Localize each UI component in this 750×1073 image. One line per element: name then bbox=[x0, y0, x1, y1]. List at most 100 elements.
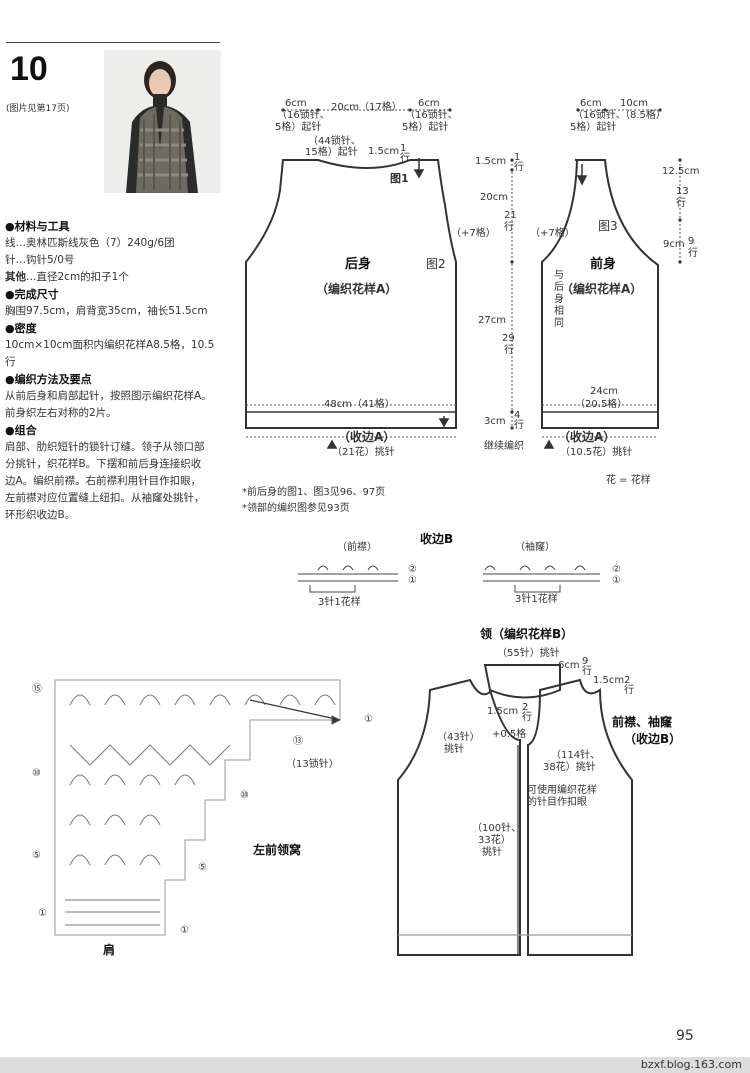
edge-b-left-repeat: 3针1花样 bbox=[318, 597, 361, 608]
back-arm-inc: （+7格） bbox=[451, 228, 496, 239]
armhole-pick114-2: 38花）挑针 bbox=[543, 762, 596, 773]
front-neck-a-row-unit: 行 bbox=[676, 198, 686, 209]
chart-row-10: ⑩ bbox=[32, 768, 41, 779]
side-dim-b-row-unit: 行 bbox=[504, 222, 514, 233]
method-line-2: 前身织左右对称的2片。 bbox=[5, 407, 117, 419]
side-dim-b-row-num: 21 bbox=[504, 210, 517, 221]
materials-yarn: 线…奥林匹斯线灰色（7）240g/6团 bbox=[5, 237, 175, 249]
side-dim-c: 27cm bbox=[478, 315, 506, 326]
side-dim-d-row-num: 4 bbox=[514, 410, 521, 421]
back-neck-row-unit: 行 bbox=[400, 153, 410, 164]
edge-b-charts bbox=[298, 565, 600, 593]
front-chain-l-2: 5格）起针 bbox=[570, 122, 617, 133]
back-body-outline bbox=[245, 159, 457, 429]
chart-row-1: ① bbox=[38, 908, 47, 919]
band-title-1: 前襟、袖窿 bbox=[612, 715, 673, 729]
cardigan-outline bbox=[397, 664, 633, 956]
front-neck-a: 12.5cm bbox=[662, 166, 700, 177]
chart-right-5: ⑤ bbox=[198, 862, 207, 873]
materials-title: ●材料与工具 bbox=[5, 220, 70, 233]
front-pick100-3: 挑针 bbox=[482, 847, 502, 858]
header-rule bbox=[6, 42, 220, 43]
edge-b-right-row2: ② bbox=[612, 564, 621, 575]
back-neck-cm: 20cm（17格） bbox=[331, 102, 402, 113]
collar-1-5cm-left-row-unit: 行 bbox=[522, 712, 532, 723]
materials-needle: 针…钩针5/0号 bbox=[5, 254, 75, 266]
buttonhole-note-2: 的针目作扣眼 bbox=[527, 797, 587, 808]
collar-1-5cm-right-row-num: 2 bbox=[624, 675, 631, 686]
chart-right-1-top: ① bbox=[364, 714, 373, 725]
front-label: 前身 bbox=[590, 257, 617, 272]
buttonhole-note-1: 可使用编织花样 bbox=[527, 785, 597, 796]
side-dim-c-row-unit: 行 bbox=[504, 345, 514, 356]
collar-plus05: +0.5格 bbox=[492, 729, 527, 740]
front-same-1: 与 bbox=[554, 270, 564, 281]
back-chain-l-1: （16锁针、 bbox=[277, 110, 330, 121]
back-neck-row-num: 1 bbox=[400, 143, 407, 154]
assembly-line-2: 分挑针，织花样B。下摆和前后身连接织收 bbox=[5, 458, 202, 470]
front-neck-b-row-num: 9 bbox=[688, 236, 695, 247]
size-text: 胸围97.5cm，肩背宽35cm，袖长51.5cm bbox=[5, 305, 208, 317]
back-label: 后身 bbox=[345, 257, 372, 272]
note-1: *前后身的图1、图3见96、97页 bbox=[242, 487, 386, 498]
gauge-line-2: 行 bbox=[5, 356, 16, 368]
chart-chain13: （13锁针） bbox=[286, 759, 339, 770]
front-pickup: （10.5花）挑针 bbox=[560, 447, 633, 458]
collar-1-5cm-right-row-unit: 行 bbox=[624, 685, 634, 696]
side-dim-b: 20cm bbox=[480, 192, 508, 203]
front-same-2: 后 bbox=[554, 282, 564, 293]
collar-pick55: （55针）挑针 bbox=[497, 648, 560, 659]
chart-right-10: ⑩ bbox=[240, 790, 249, 801]
collar-pick43-2: 挑针 bbox=[444, 744, 464, 755]
edge-b-left-row2: ② bbox=[408, 564, 417, 575]
band-title-2: （收边B） bbox=[624, 732, 682, 746]
side-dim-d-row-unit: 行 bbox=[514, 420, 524, 431]
materials-section: ●材料与工具 线…奥林匹斯线灰色（7）240g/6团 针…钩针5/0号 其他…直… bbox=[5, 218, 214, 524]
gauge-title: ●密度 bbox=[5, 322, 37, 335]
edge-b-right-repeat: 3针1花样 bbox=[515, 594, 558, 605]
front-chain-r: （8.5格） bbox=[620, 110, 666, 121]
collar-6cm-row-unit: 行 bbox=[582, 666, 592, 677]
front-width: 24cm bbox=[590, 386, 618, 397]
side-dim-d: 3cm bbox=[484, 416, 506, 427]
note-2: *领部的编织图参见93页 bbox=[242, 503, 350, 514]
side-dim-c-row-num: 29 bbox=[502, 333, 515, 344]
continue-knitting: 继续编织 bbox=[484, 441, 524, 452]
collar-1-5cm-left: 1.5cm bbox=[487, 706, 519, 717]
crochet-chart bbox=[54, 679, 342, 936]
assembly-line-3: 边A。编织前襟。右前襟利用针目作扣眼， bbox=[5, 475, 202, 487]
materials-other-text: …直径2cm的扣子1个 bbox=[26, 271, 129, 283]
front-pick100-1: （100针、 bbox=[472, 823, 522, 834]
legend-note: 花 = 花样 bbox=[606, 475, 651, 486]
front-same-3: 身 bbox=[554, 294, 564, 305]
gauge-line-1: 10cm×10cm面积内编织花样A8.5格，10.5 bbox=[5, 339, 215, 351]
collar-1-5cm-left-row-num: 2 bbox=[522, 702, 529, 713]
collar-1-5cm-right: 1.5cm bbox=[593, 675, 625, 686]
back-chain-l-2: 5格）起针 bbox=[275, 122, 322, 133]
front-neck-b-row-unit: 行 bbox=[688, 248, 698, 259]
collar-title: 领（编织花样B） bbox=[480, 627, 574, 641]
front-edge-label: （收边A） bbox=[558, 430, 616, 444]
edge-b-left-label: （前襟） bbox=[337, 542, 377, 553]
photo-reference: (图片见第17页) bbox=[6, 104, 70, 114]
assembly-line-1: 肩部、肋织短针的锁针订缝。领子从领口部 bbox=[5, 441, 205, 453]
back-width: 48cm（41格） bbox=[324, 399, 395, 410]
pattern-number: 10 bbox=[10, 50, 48, 88]
edge-b-title: 收边B bbox=[420, 532, 454, 546]
back-pickup: （21花）挑针 bbox=[332, 447, 395, 458]
footer-bar bbox=[0, 1057, 750, 1073]
size-title: ●完成尺寸 bbox=[5, 288, 59, 301]
front-same-4: 相 bbox=[554, 306, 564, 317]
side-dim-a-row-unit: 行 bbox=[514, 162, 524, 173]
back-neck-chain-2: 15格）起针 bbox=[305, 147, 358, 158]
back-neck-chain-1: （44锁针、 bbox=[308, 136, 361, 147]
assembly-line-5: 环形织收边B。 bbox=[5, 509, 76, 521]
assembly-line-4: 左前襟对应位置缝上纽扣。从袖窿处挑针， bbox=[5, 492, 205, 504]
chart-right-13: ⑬ bbox=[293, 736, 303, 747]
front-chain-l-1: （16锁针、 bbox=[573, 110, 626, 121]
front-pick100-2: 33花） bbox=[478, 835, 511, 846]
materials-other-label: 其他 bbox=[5, 271, 26, 283]
method-line-1: 从前后身和肩部起针，按照图示编织花样A。 bbox=[5, 390, 212, 402]
front-pattern-label: （编织花样A） bbox=[561, 282, 643, 296]
side-dim-a: 1.5cm bbox=[475, 156, 507, 167]
